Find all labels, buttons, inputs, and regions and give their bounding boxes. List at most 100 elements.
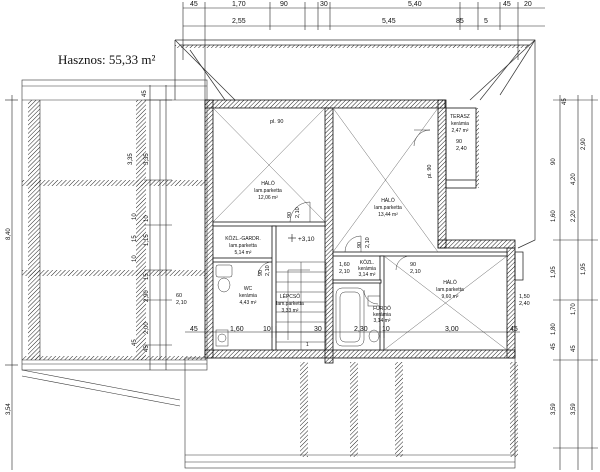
right-dimension-texts: 45 2,90 1,95 90 4,20 1,60 2,20 1,95 1,80… — [551, 98, 587, 415]
room-area: 5,14 m² — [235, 250, 252, 256]
dim-text: 3,00 — [445, 326, 459, 333]
dim-text: 30 — [314, 326, 322, 333]
dim-text: 3,35 — [144, 153, 150, 165]
dim-text: 1,80 — [551, 323, 557, 335]
door-width: 90 — [357, 242, 363, 248]
dim-text: 5,45 — [382, 18, 396, 25]
room-wc: WC kerámia 4,43 m² — [239, 286, 257, 306]
pergola-post — [28, 100, 40, 360]
room-name: FÜRDŐ — [373, 305, 391, 312]
room-bedroom-3: HÁLÓ lam.parketta 9,60 m² — [436, 279, 464, 300]
dim-text: 90 — [280, 1, 288, 8]
room-bedroom-1: HÁLÓ lam.parketta 12,06 m² — [254, 180, 282, 201]
room-floor: lam.parketta — [229, 243, 257, 249]
room-terrace: TERASZ kerámia 2,47 m² — [450, 114, 470, 134]
room-name: HÁLÓ — [381, 197, 395, 204]
ground-floor-columns — [300, 362, 518, 457]
dim-text: 2,00 — [144, 322, 150, 334]
window-label: pl. 90 — [270, 119, 283, 125]
top-dimension-lines — [182, 2, 545, 100]
room-area: 3,14 m² — [359, 272, 376, 278]
room-name: LÉPCSŐ — [280, 293, 300, 300]
room-floor: lam.parketta — [276, 301, 304, 307]
room-floor: lam.parketta — [254, 188, 282, 194]
dim-text: 2,30 — [354, 326, 368, 333]
dim-text: 5 — [484, 18, 488, 25]
dim-text: 45 — [551, 343, 557, 350]
level-text: +3,10 — [298, 236, 315, 243]
dim-text: 20 — [524, 1, 532, 8]
door-height: 2,10 — [339, 269, 350, 275]
room-area: 13,44 m² — [378, 212, 398, 218]
dim-text: 1,60 — [551, 210, 557, 222]
window-label: pl. 90 — [427, 165, 433, 178]
dim-text: 10 — [132, 255, 138, 262]
room-floor: kerámia — [451, 121, 469, 127]
dim-text: 1,60 — [230, 326, 244, 333]
room-name: KÖZL.-GARDR. — [225, 235, 261, 242]
room-name: HÁLÓ — [443, 279, 457, 286]
room-bedroom-2: HÁLÓ lam.parketta 13,44 m² — [374, 197, 402, 218]
room-name: HÁLÓ — [261, 180, 275, 187]
left-pergola — [21, 79, 208, 371]
dim-text: 2,55 — [232, 18, 246, 25]
window-width: 1,50 — [519, 294, 530, 300]
dim-text: 45 — [132, 339, 138, 346]
pergola-beam — [22, 270, 207, 276]
dim-text: 1,95 — [581, 263, 587, 275]
balcony-rail — [514, 251, 524, 281]
bottom-dimension-line — [185, 326, 520, 338]
door-width: 90 — [258, 270, 264, 276]
dim-text: 45 — [144, 345, 150, 352]
door-width: 90 — [456, 139, 462, 145]
door-width: 90 — [287, 212, 293, 218]
dim-text: 3,35 — [128, 153, 134, 165]
room-bathroom: FÜRDŐ kerámia 3,14 m² — [373, 305, 391, 324]
pergola-beam — [22, 180, 207, 186]
room-name: KÖZL. — [360, 259, 374, 266]
dim-text: 90 — [551, 158, 557, 165]
stair-step-number: 1 — [306, 342, 309, 348]
door-swings — [257, 129, 431, 305]
dim-text: 10 — [382, 326, 390, 333]
dim-text: 45 — [503, 1, 511, 8]
dim-text: 45 — [190, 1, 198, 8]
dim-text: 8,40 — [6, 228, 12, 240]
usable-area-label: Hasznos: 55,33 m² — [58, 52, 156, 67]
dim-text: 2,90 — [581, 138, 587, 150]
ceiling-diagonals — [212, 107, 508, 351]
pergola-post — [136, 100, 146, 360]
pergola-ends — [21, 369, 181, 407]
right-dimension-lines — [553, 95, 598, 470]
door-width: 90 — [410, 262, 416, 268]
left-dimension-texts: 45 3,35 3,35 10 10 15 1,15 10 15 2,90 2,… — [6, 90, 150, 415]
dim-text: 45 — [510, 326, 518, 333]
room-name: WC — [244, 286, 253, 292]
dim-text: 10 — [132, 213, 138, 220]
door-height: 2,10 — [265, 265, 271, 276]
terrace-railing — [476, 108, 479, 188]
dim-text: 45 — [571, 345, 577, 352]
pergola-beam — [22, 356, 207, 360]
dim-text: 10 — [144, 215, 150, 222]
door-height: 2,10 — [295, 207, 301, 218]
dim-text: 4,20 — [571, 173, 577, 185]
bottom-dimension-texts: 45 1,60 10 30 2,30 10 3,00 45 — [190, 326, 518, 333]
room-area: 2,47 m² — [452, 128, 469, 134]
dim-text: 3,59 — [571, 403, 577, 415]
room-area: 3,33 m² — [282, 308, 299, 314]
room-area: 3,14 m² — [374, 318, 391, 324]
roof-outline — [174, 39, 536, 249]
dim-text: 1,70 — [571, 303, 577, 315]
door-width: 1,60 — [339, 262, 350, 268]
room-floor: kerámia — [373, 312, 391, 318]
roof-edge-hatch — [175, 45, 530, 48]
door-labels: 90 2,10 90 2,10 90 2,10 1,60 2,10 90 2,1… — [176, 119, 530, 307]
interior-walls — [212, 221, 508, 351]
dim-text: 3,59 — [551, 403, 557, 415]
room-stairs: LÉPCSŐ lam.parketta 3,33 m² — [276, 293, 304, 314]
room-area: 12,06 m² — [258, 195, 278, 201]
sanitary-fixtures — [215, 264, 381, 347]
dim-text: 1,70 — [232, 1, 246, 8]
